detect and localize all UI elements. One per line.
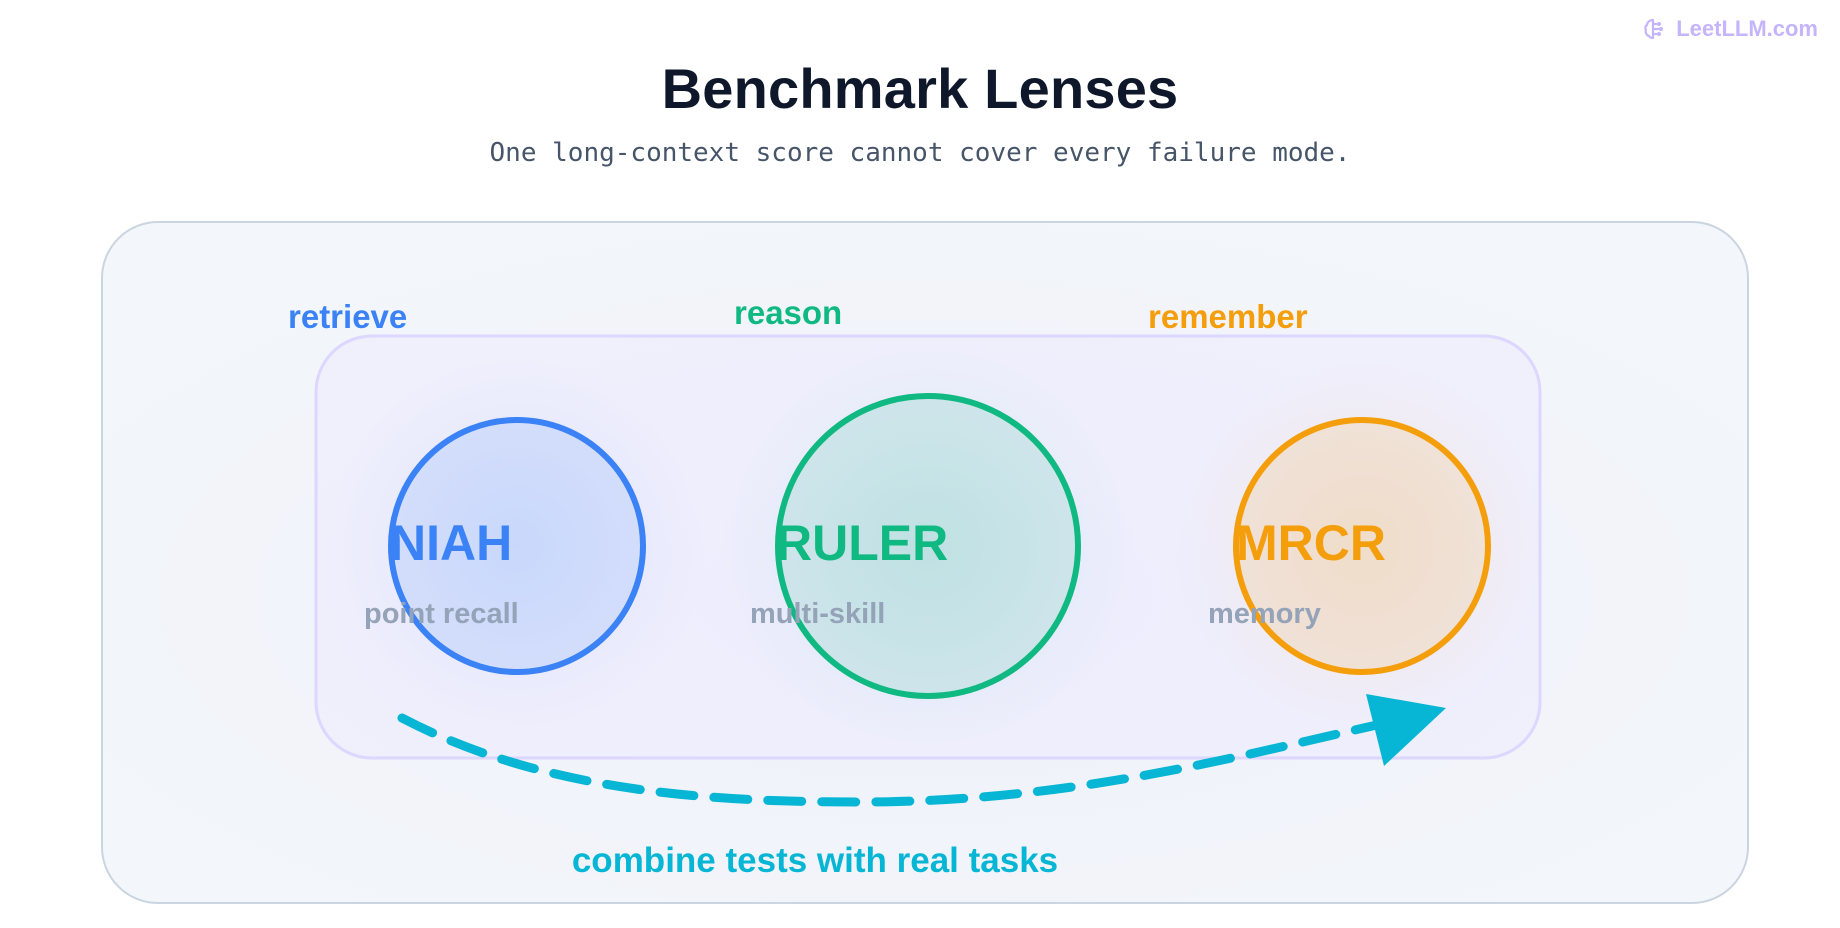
lens-circle-niah <box>388 417 646 675</box>
lens-name-niah: NIAH <box>390 515 512 571</box>
flow-caption: combine tests with real tasks <box>572 841 1058 880</box>
lens-desc-ruler: multi-skill <box>750 598 885 630</box>
lens-desc-mrcr: memory <box>1208 598 1321 630</box>
lens-glow-mrcr <box>1172 356 1552 736</box>
lens-name-mrcr: MRCR <box>1236 515 1386 571</box>
brand-logo[interactable]: LeetLLM.com <box>1642 16 1818 42</box>
page-title: Benchmark Lenses <box>661 57 1179 120</box>
page-subtitle: One long-context score cannot cover ever… <box>489 138 1351 168</box>
lens-glow-niah <box>327 356 707 736</box>
category-label-retrieve: retrieve <box>288 298 407 335</box>
lens-circle-mrcr <box>1233 417 1491 675</box>
flow-arrowhead <box>1366 694 1446 766</box>
category-label-reason: reason <box>734 294 842 331</box>
category-label-remember: remember <box>1148 298 1308 335</box>
lens-name-ruler: RULER <box>776 515 948 571</box>
lens-circle-ruler <box>775 393 1081 699</box>
brand-name: LeetLLM.com <box>1676 16 1818 41</box>
brain-icon <box>1644 18 1664 40</box>
lens-desc-niah: point recall <box>364 598 519 630</box>
